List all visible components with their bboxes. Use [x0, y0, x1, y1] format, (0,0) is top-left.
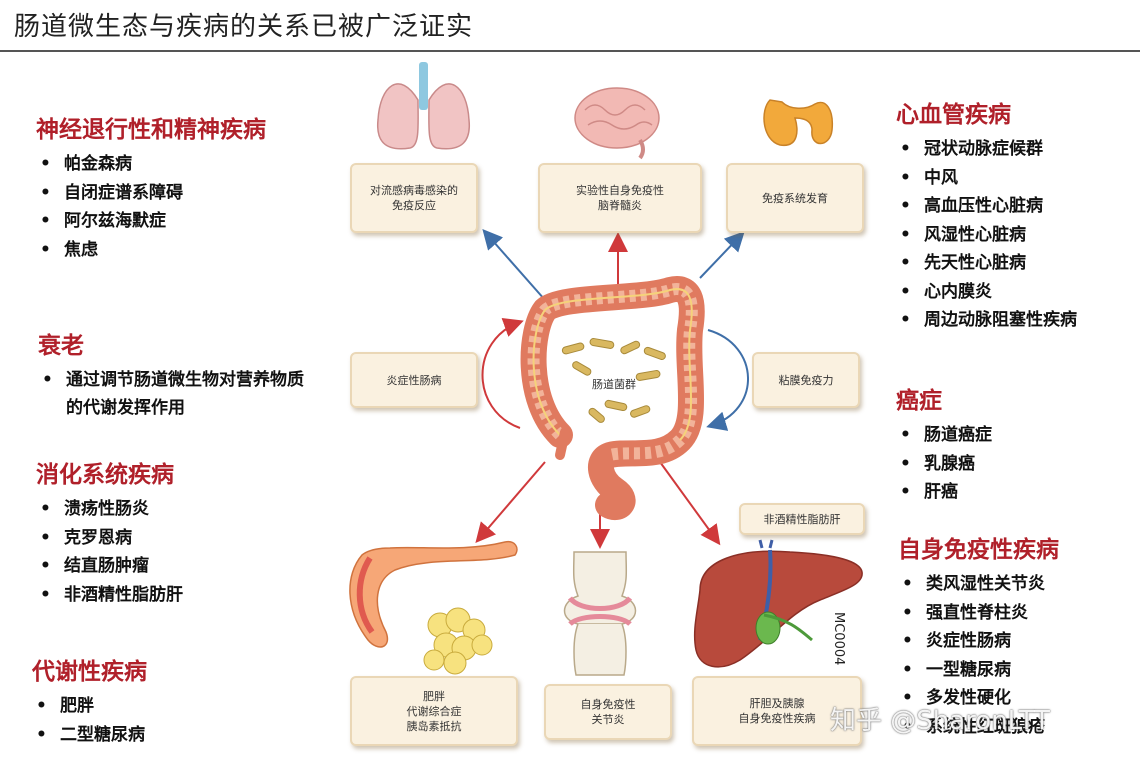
box-thyroid: 免疫系统发育 — [726, 163, 864, 233]
group-cancer: 癌症 肠道癌症 乳腺癌 肝癌 — [896, 381, 992, 507]
gut-bacteria-icon — [561, 338, 666, 423]
group-title: 神经退行性和精神疾病 — [36, 117, 266, 143]
box-joint: 自身免疫性 关节炎 — [544, 684, 672, 740]
group-title: 心血管疾病 — [896, 102, 1011, 128]
group-cardiovascular: 心血管疾病 冠状动脉症候群 中风 高血压性心脏病 风湿性心脏病 先天性心脏病 心… — [896, 95, 1077, 335]
arrow-to-lung — [482, 229, 546, 301]
arrow-to-thyroid — [699, 231, 745, 279]
gut-microbiota-label: 肠道菌群 — [592, 378, 636, 391]
pancreas-icon — [349, 540, 518, 648]
disease-list: 通过调节肠道微生物对营养物质的代谢发挥作用 — [38, 366, 316, 422]
group-title: 消化系统疾病 — [36, 462, 174, 488]
list-item: 帕金森病 — [36, 150, 266, 179]
list-item: 系统性红斑狼疮 — [898, 713, 1059, 742]
brain-icon — [574, 87, 660, 160]
list-item: 乳腺癌 — [896, 450, 992, 479]
list-item: 心内膜炎 — [896, 278, 1077, 307]
disease-list: 溃疡性肠炎 克罗恩病 结直肠肿瘤 非酒精性脂肪肝 — [36, 495, 183, 609]
list-item: 肥胖 — [32, 692, 147, 721]
group-title: 代谢性疾病 — [32, 659, 147, 685]
list-item: 一型糖尿病 — [898, 656, 1059, 685]
adipose-tissue-icon — [423, 607, 493, 675]
title-divider — [0, 50, 1140, 52]
box-ibd: 炎症性肠病 — [350, 352, 478, 408]
list-item: 多发性硬化 — [898, 684, 1059, 713]
group-aging: 衰老 通过调节肠道微生物对营养物质的代谢发挥作用 — [38, 326, 316, 422]
list-item: 类风湿性关节炎 — [898, 570, 1059, 599]
list-item: 焦虑 — [36, 236, 266, 265]
disease-list: 冠状动脉症候群 中风 高血压性心脏病 风湿性心脏病 先天性心脏病 心内膜炎 周边… — [896, 135, 1077, 335]
group-neuro: 神经退行性和精神疾病 帕金森病 自闭症谱系障碍 阿尔兹海默症 焦虑 — [36, 110, 266, 264]
list-item: 肠道癌症 — [896, 421, 992, 450]
disease-list: 肥胖 二型糖尿病 — [32, 692, 147, 749]
liver-icon — [693, 539, 863, 668]
list-item: 中风 — [896, 164, 1077, 193]
page-title: 肠道微生态与疾病的关系已被广泛证实 — [14, 12, 474, 42]
box-nafld: 非酒精性脂肪肝 — [739, 503, 865, 535]
list-item: 非酒精性脂肪肝 — [36, 581, 183, 610]
list-item: 克罗恩病 — [36, 524, 183, 553]
colon-icon — [520, 276, 705, 520]
list-item: 阿尔兹海默症 — [36, 207, 266, 236]
figure-code: MC0004 — [831, 612, 846, 666]
group-digestive: 消化系统疾病 溃疡性肠炎 克罗恩病 结直肠肿瘤 非酒精性脂肪肝 — [36, 455, 183, 609]
list-item: 高血压性心脏病 — [896, 192, 1077, 221]
list-item: 炎症性肠病 — [898, 627, 1059, 656]
arrow-to-liver — [659, 461, 721, 546]
box-brain: 实验性自身免疫性 脑脊髓炎 — [538, 163, 702, 233]
box-pancreas: 肥胖 代谢综合症 胰岛素抵抗 — [350, 676, 518, 746]
list-item: 先天性心脏病 — [896, 249, 1077, 278]
disease-list: 帕金森病 自闭症谱系障碍 阿尔兹海默症 焦虑 — [36, 150, 266, 264]
group-metabolic: 代谢性疾病 肥胖 二型糖尿病 — [32, 652, 147, 749]
group-title: 癌症 — [896, 388, 942, 414]
list-item: 自闭症谱系障碍 — [36, 179, 266, 208]
group-title: 自身免疫性疾病 — [898, 537, 1059, 563]
thyroid-icon — [763, 99, 834, 146]
watermark: 知乎 @SharonLTT — [830, 706, 1050, 736]
arrow-mucosal-cycle — [706, 329, 749, 431]
joint-icon — [563, 551, 637, 676]
list-item: 二型糖尿病 — [32, 721, 147, 750]
lungs-icon — [376, 62, 471, 150]
arrow-to-pancreas — [475, 461, 546, 544]
arrow-ibd-cycle — [481, 318, 524, 429]
disease-list: 类风湿性关节炎 强直性脊柱炎 炎症性肠病 一型糖尿病 多发性硬化 系统性红斑狼疮 — [898, 570, 1059, 741]
group-autoimmune: 自身免疫性疾病 类风湿性关节炎 强直性脊柱炎 炎症性肠病 一型糖尿病 多发性硬化… — [898, 530, 1059, 741]
list-item: 肝癌 — [896, 478, 992, 507]
group-title: 衰老 — [38, 333, 84, 359]
list-item: 风湿性心脏病 — [896, 221, 1077, 250]
list-item: 强直性脊柱炎 — [898, 599, 1059, 628]
list-item: 周边动脉阻塞性疾病 — [896, 306, 1077, 335]
list-item: 溃疡性肠炎 — [36, 495, 183, 524]
box-lung: 对流感病毒感染的 免疫反应 — [350, 163, 478, 233]
disease-list: 肠道癌症 乳腺癌 肝癌 — [896, 421, 992, 507]
box-liver: 肝胆及胰腺 自身免疫性疾病 — [692, 676, 862, 746]
list-item: 通过调节肠道微生物对营养物质的代谢发挥作用 — [38, 366, 316, 422]
list-item: 结直肠肿瘤 — [36, 552, 183, 581]
list-item: 冠状动脉症候群 — [896, 135, 1077, 164]
box-mucosal: 粘膜免疫力 — [752, 352, 860, 408]
